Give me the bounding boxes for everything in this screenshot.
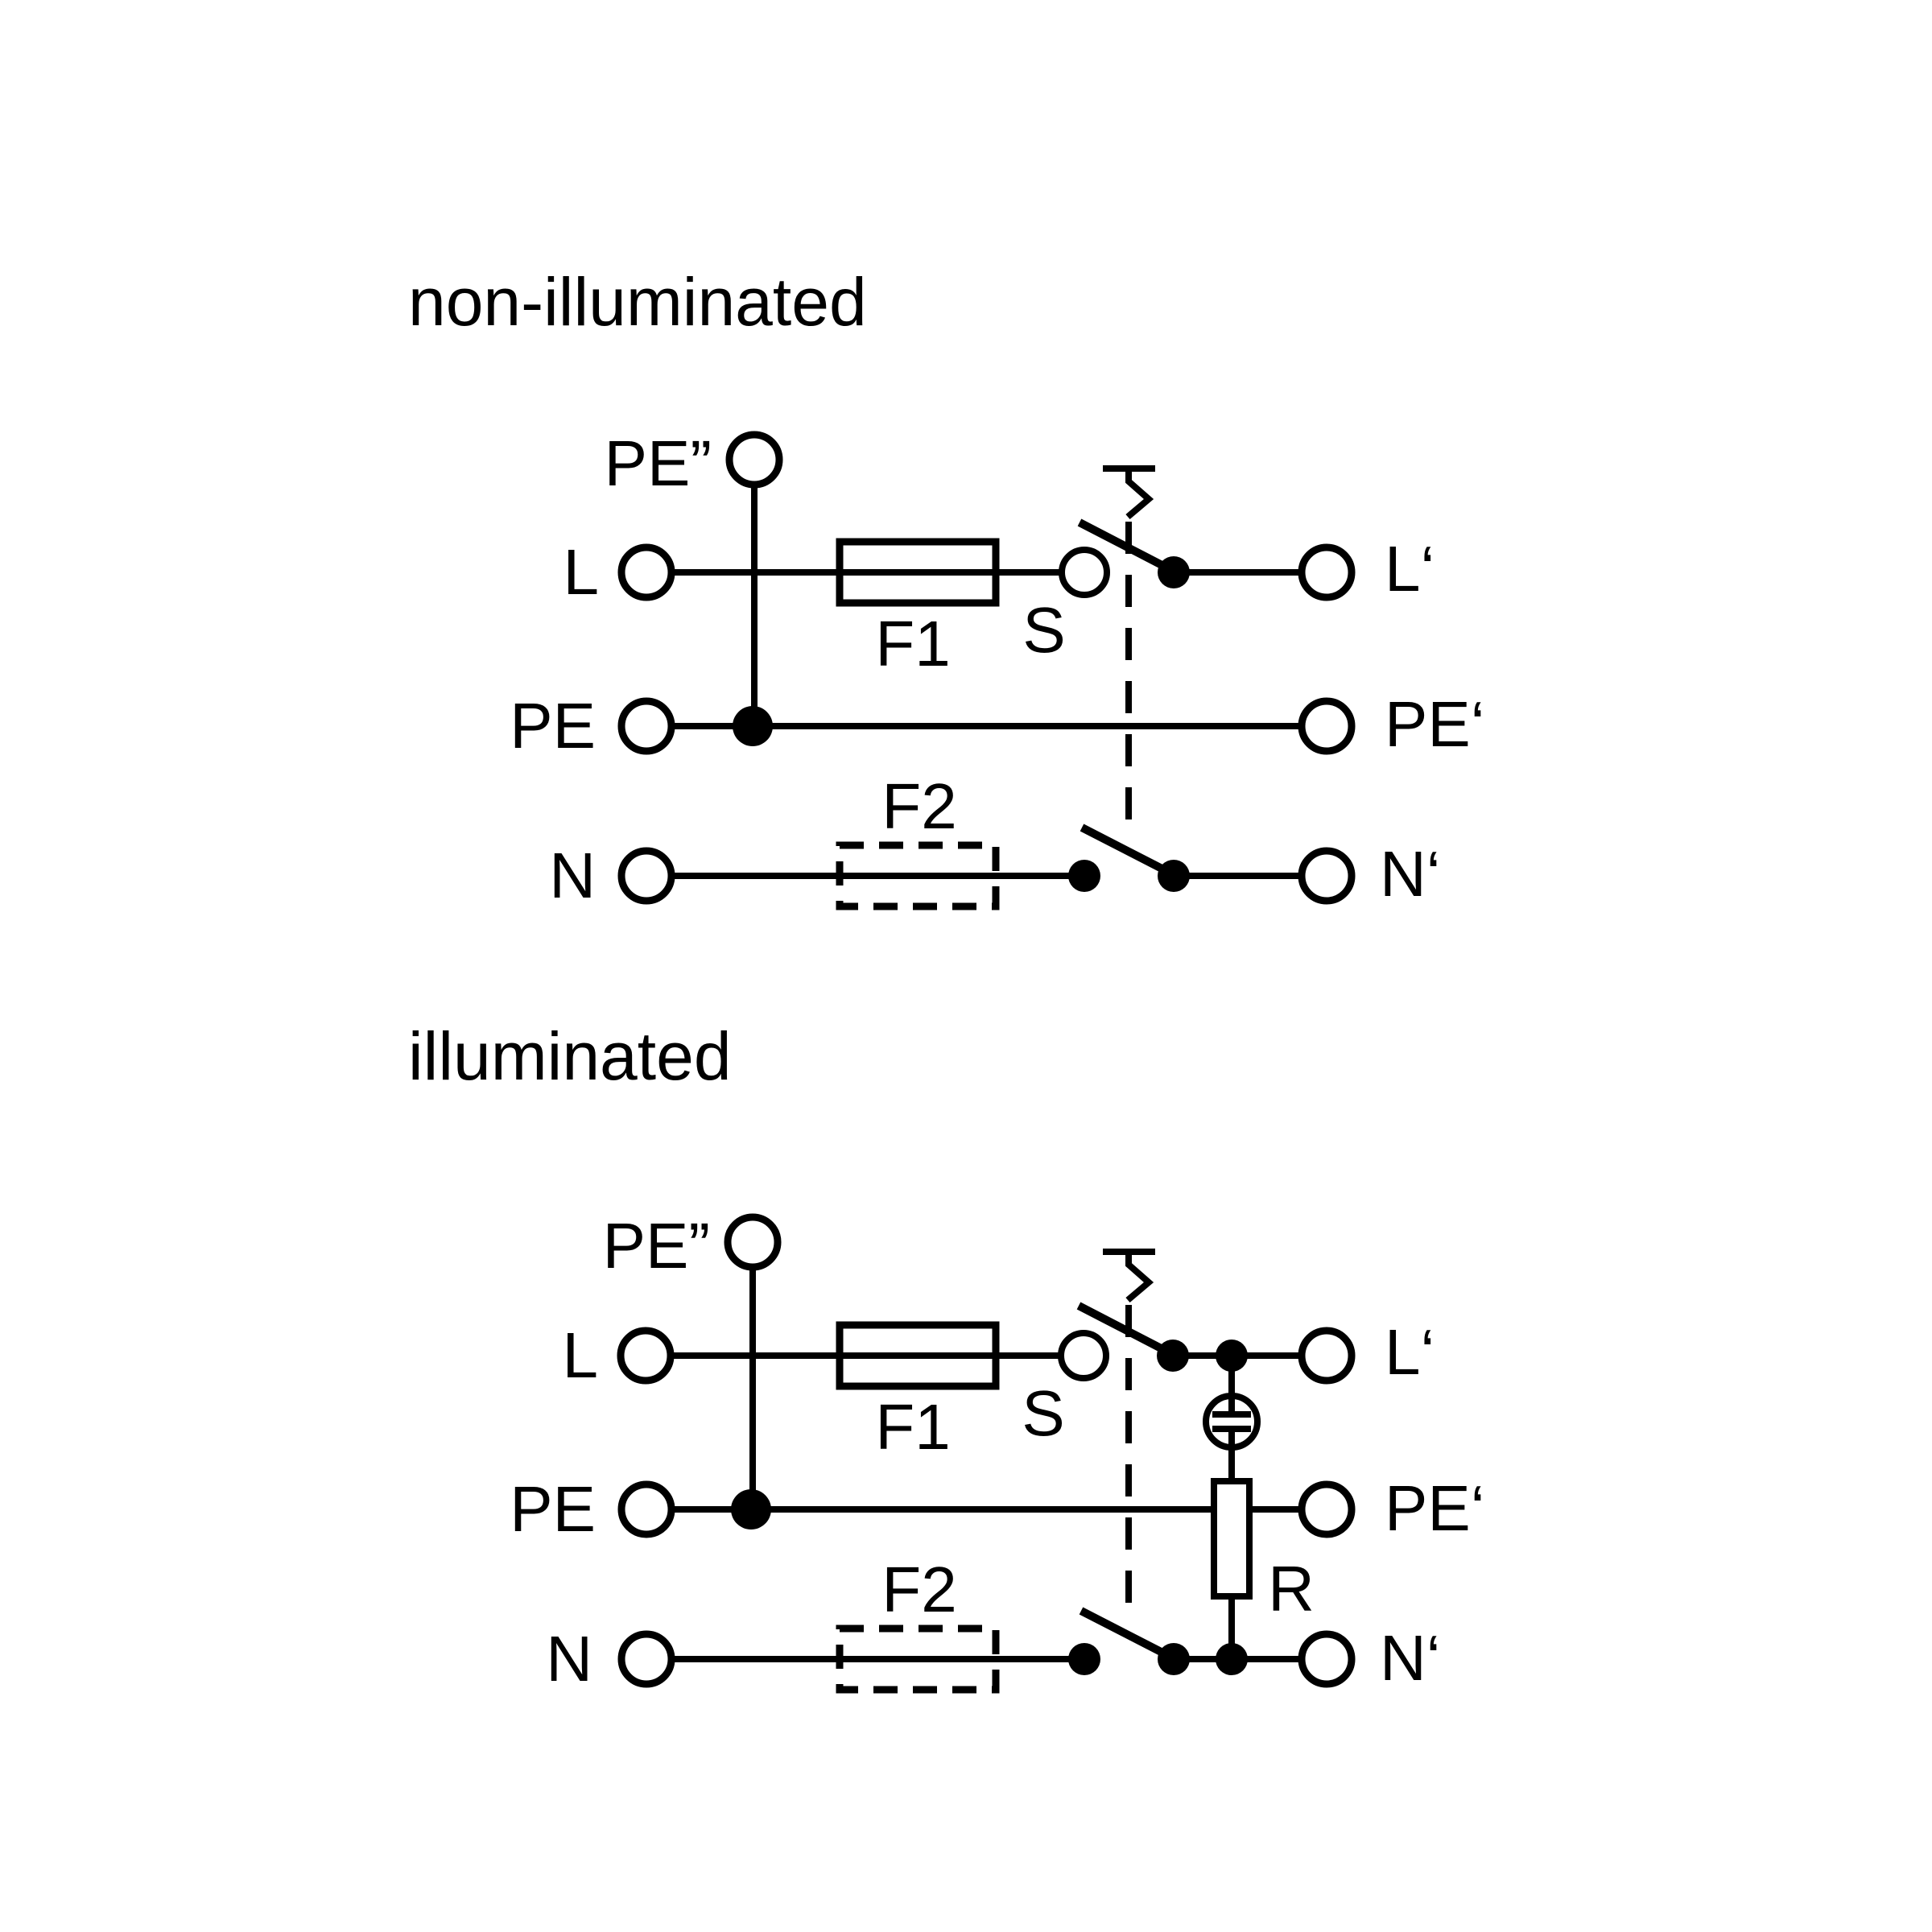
- label-fuse-f1: F1: [875, 608, 951, 679]
- label-n-in: N: [549, 840, 596, 911]
- terminal-l-out-icon: [1298, 1327, 1356, 1385]
- label-l-in: L: [563, 536, 600, 608]
- terminal-l-in-icon: [617, 1327, 675, 1385]
- label-pe-aux: PE”: [602, 1210, 710, 1282]
- label-n-out: N‘: [1380, 838, 1441, 910]
- label-n-in: N: [546, 1623, 592, 1695]
- resistor-branch-junction-dot: [1216, 1643, 1248, 1675]
- diagram-title-non-illuminated: non-illuminated: [408, 264, 867, 340]
- label-fuse-f2: F2: [881, 1554, 957, 1625]
- circuit-non-illuminated: [617, 431, 1356, 910]
- resistor-r-icon: [1211, 1478, 1253, 1600]
- terminal-n-out-icon: [1298, 1630, 1356, 1688]
- label-fuse-f1: F1: [875, 1391, 951, 1463]
- terminal-l-out-icon: [1298, 543, 1356, 601]
- circuit-illuminated: [617, 1213, 1356, 1694]
- label-l-in: L: [562, 1319, 599, 1391]
- switch-blade-l-icon: [1076, 1302, 1171, 1356]
- label-n-out: N‘: [1380, 1622, 1441, 1694]
- label-pe-in: PE: [510, 1473, 596, 1545]
- switch-contact-circle-icon: [1059, 547, 1110, 598]
- label-fuse-f2: F2: [881, 770, 957, 842]
- pe-junction-dot: [731, 1489, 771, 1530]
- diagram-title-illuminated: illuminated: [408, 1018, 732, 1094]
- fuse-f2-dashed-icon: [836, 841, 1000, 910]
- switch-blade-n-icon: [1079, 1607, 1171, 1660]
- switch-contact-dot-n: [1068, 860, 1100, 892]
- label-switch-s: S: [1022, 1377, 1065, 1449]
- switch-blade-l-icon: [1077, 518, 1172, 573]
- terminal-n-in-icon: [617, 847, 675, 905]
- label-pe-in: PE: [510, 690, 596, 762]
- terminal-l-in-icon: [617, 543, 675, 601]
- label-pe-aux: PE”: [604, 427, 712, 499]
- label-l-out: L‘: [1385, 533, 1435, 605]
- terminal-pe-in-icon: [617, 1480, 675, 1538]
- pe-junction-dot: [733, 706, 773, 746]
- fuse-f1-icon: [836, 1321, 1000, 1390]
- fuse-f2-dashed-icon: [836, 1624, 1000, 1694]
- terminal-n-out-icon: [1298, 847, 1356, 905]
- terminal-pe-aux-icon: [724, 1213, 782, 1271]
- label-pe-out: PE‘: [1385, 1472, 1485, 1544]
- label-resistor-r: R: [1268, 1553, 1315, 1624]
- label-pe-out: PE‘: [1385, 688, 1485, 760]
- terminal-pe-out-icon: [1298, 697, 1356, 755]
- terminal-pe-in-icon: [617, 697, 675, 755]
- label-l-out: L‘: [1385, 1316, 1435, 1388]
- terminal-pe-aux-icon: [725, 431, 783, 489]
- latching-actuator-icon: [1125, 1252, 1154, 1303]
- label-switch-s: S: [1022, 594, 1066, 666]
- terminal-pe-out-icon: [1298, 1480, 1356, 1538]
- latching-actuator-icon: [1125, 469, 1154, 520]
- switch-contact-dot-n: [1068, 1643, 1100, 1675]
- switch-blade-n-icon: [1080, 824, 1172, 877]
- fuse-f1-icon: [836, 538, 1000, 607]
- switch-contact-circle-icon: [1058, 1330, 1109, 1381]
- terminal-n-in-icon: [617, 1630, 675, 1688]
